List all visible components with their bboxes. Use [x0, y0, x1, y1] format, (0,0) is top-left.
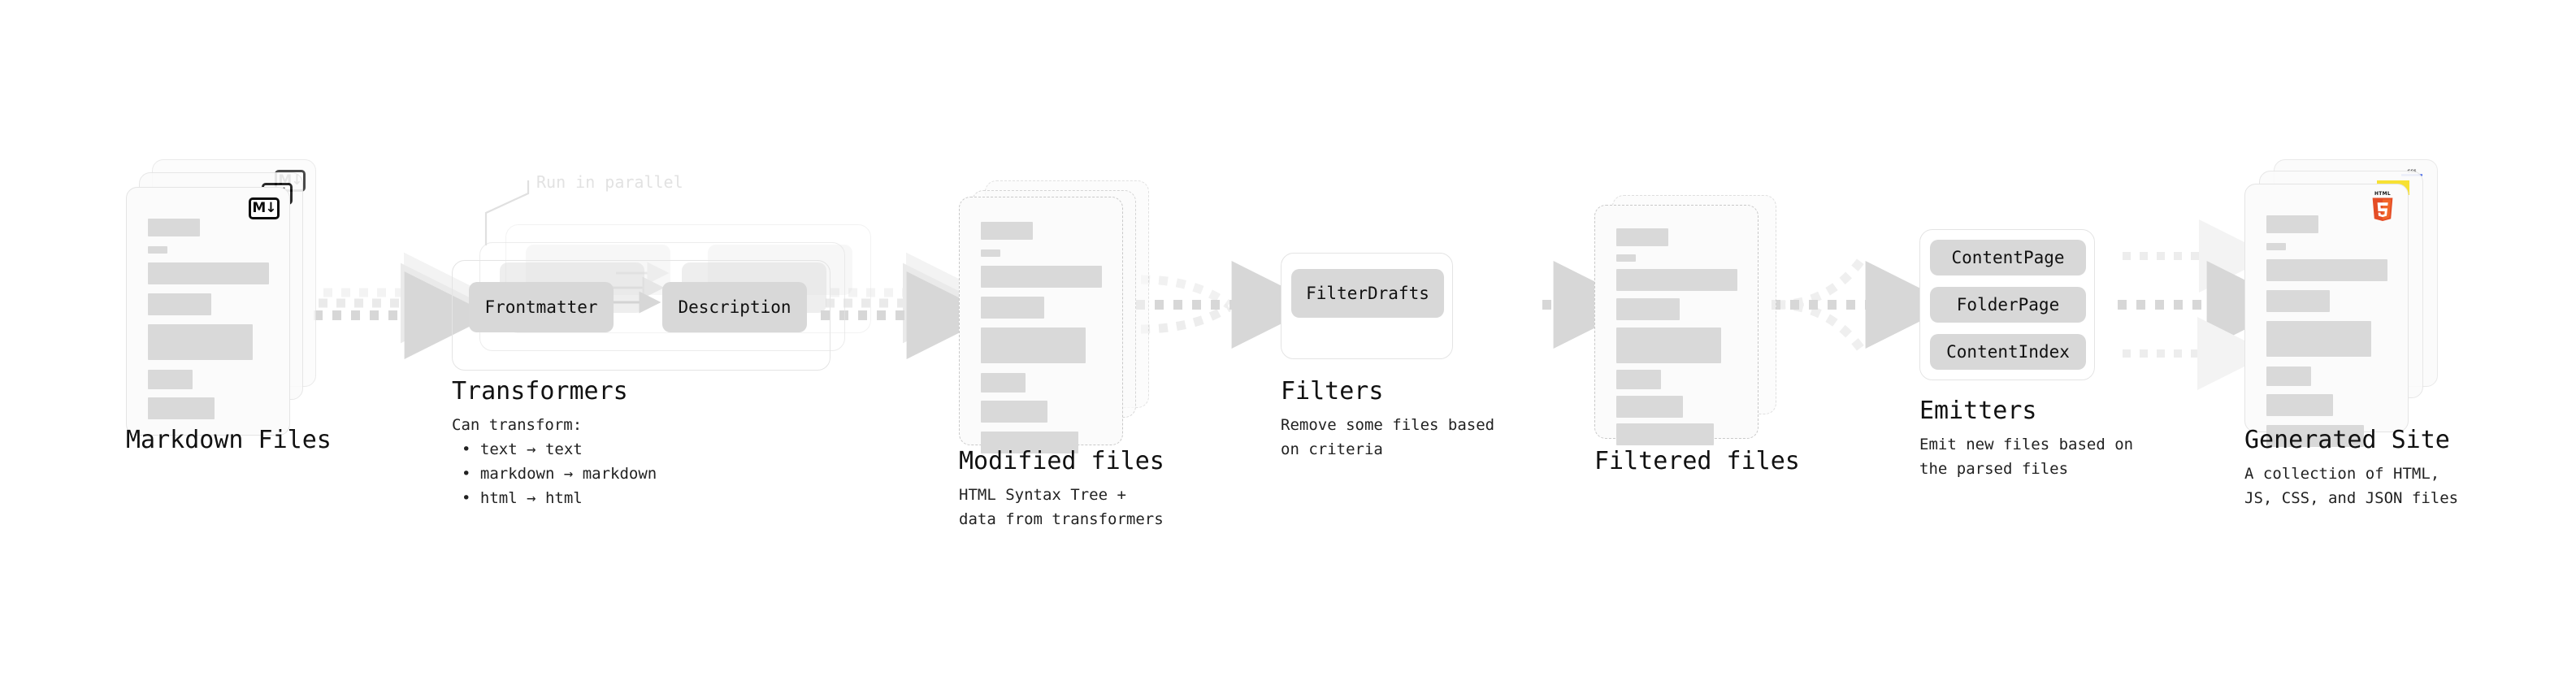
emitters-box[interactable]: ContentPage FolderPage ContentIndex: [1919, 229, 2095, 380]
doc-bar: [148, 262, 269, 284]
transformers-caption-item: • markdown → markdown: [462, 465, 657, 483]
filters-caption: Remove some files based on criteria: [1281, 413, 1494, 462]
doc-bar: [1616, 254, 1636, 262]
transformers-caption-title: Can transform:: [452, 416, 583, 434]
doc-bar: [148, 293, 211, 315]
doc-bar: [981, 327, 1086, 363]
emitters-heading: Emitters: [1919, 397, 2037, 425]
doc-bar: [1616, 298, 1680, 320]
filters-caption-line: on criteria: [1281, 440, 1383, 458]
transformer-box-front[interactable]: Frontmatter Description: [452, 260, 830, 371]
doc-bar: [1616, 396, 1683, 418]
doc-bar: [2266, 394, 2333, 416]
run-in-parallel-label: Run in parallel: [536, 172, 683, 192]
generated-site-caption-line: A collection of HTML,: [2244, 465, 2440, 483]
doc-bar: [2266, 215, 2318, 233]
generated-card-front: HTML: [2244, 184, 2409, 447]
doc-bar: [148, 324, 253, 360]
doc-bar: [148, 219, 200, 236]
arrow-emitters-to-site: [2118, 219, 2295, 390]
modified-files-caption-line: HTML Syntax Tree +: [959, 486, 1126, 504]
filters-pill-filterdrafts[interactable]: FilterDrafts: [1291, 269, 1444, 318]
transformer-pill-description[interactable]: Description: [662, 282, 807, 332]
filters-heading: Filters: [1281, 377, 1384, 406]
doc-bar: [148, 246, 167, 254]
generated-site-caption-line: JS, CSS, and JSON files: [2244, 489, 2459, 507]
markdown-card-front: M↓: [126, 187, 290, 436]
doc-bar: [981, 249, 1000, 257]
doc-bar: [981, 266, 1102, 288]
doc-bar: [981, 222, 1033, 240]
doc-bar: [2266, 367, 2311, 386]
doc-bar: [2266, 259, 2387, 281]
modified-files-caption: HTML Syntax Tree + data from transformer…: [959, 483, 1164, 531]
doc-bar: [981, 432, 1078, 453]
filtered-files-heading: Filtered files: [1594, 447, 1800, 475]
svg-text:HTML: HTML: [2374, 192, 2391, 197]
doc-bar: [2266, 290, 2330, 312]
arrow-markdown-to-transformers: [314, 252, 492, 359]
doc-bar: [2266, 321, 2371, 357]
modified-card-front: [959, 197, 1123, 453]
transformer-pill-frontmatter[interactable]: Frontmatter: [469, 282, 614, 332]
html5-icon: HTML: [2372, 192, 2393, 222]
filters-box[interactable]: FilterDrafts: [1281, 253, 1453, 359]
doc-bar: [981, 401, 1047, 423]
markdown-badge: M↓: [249, 197, 280, 219]
doc-bar: [981, 297, 1044, 319]
doc-bar: [1616, 370, 1661, 389]
doc-bar: [1616, 269, 1737, 291]
markdown-files-heading: Markdown Files: [126, 426, 332, 454]
filtered-card-front: [1594, 205, 1759, 445]
emitters-caption-line: the parsed files: [1919, 460, 2069, 478]
arrow-modified-to-filters: [1136, 261, 1320, 349]
transformers-caption: Can transform: • text → text • markdown …: [452, 413, 657, 510]
generated-site-heading: Generated Site: [2244, 426, 2450, 454]
transformers-caption-item: • html → html: [462, 489, 583, 507]
transformers-caption-item: • text → text: [462, 440, 583, 458]
doc-bar: [148, 370, 193, 389]
emitters-pill-contentpage[interactable]: ContentPage: [1930, 240, 2086, 275]
doc-bar: [148, 397, 215, 419]
doc-bar: [2266, 425, 2364, 447]
doc-bar: [2266, 243, 2286, 250]
filters-caption-line: Remove some files based: [1281, 416, 1495, 434]
doc-bar: [981, 373, 1026, 393]
modified-files-heading: Modified files: [959, 447, 1164, 475]
emitters-caption: Emit new files based on the parsed files: [1919, 432, 2133, 481]
transformers-heading: Transformers: [452, 377, 628, 406]
doc-bar: [1616, 228, 1668, 246]
arrow-filtered-to-emitters: [1772, 255, 1954, 354]
modified-files-caption-line: data from transformers: [959, 510, 1164, 528]
emitters-pill-folderpage[interactable]: FolderPage: [1930, 287, 2086, 323]
doc-bar: [1616, 423, 1714, 445]
emitters-pill-contentindex[interactable]: ContentIndex: [1930, 334, 2086, 370]
generated-site-caption: A collection of HTML, JS, CSS, and JSON …: [2244, 462, 2458, 510]
doc-bar: [1616, 327, 1721, 363]
emitters-caption-line: Emit new files based on: [1919, 436, 2134, 453]
